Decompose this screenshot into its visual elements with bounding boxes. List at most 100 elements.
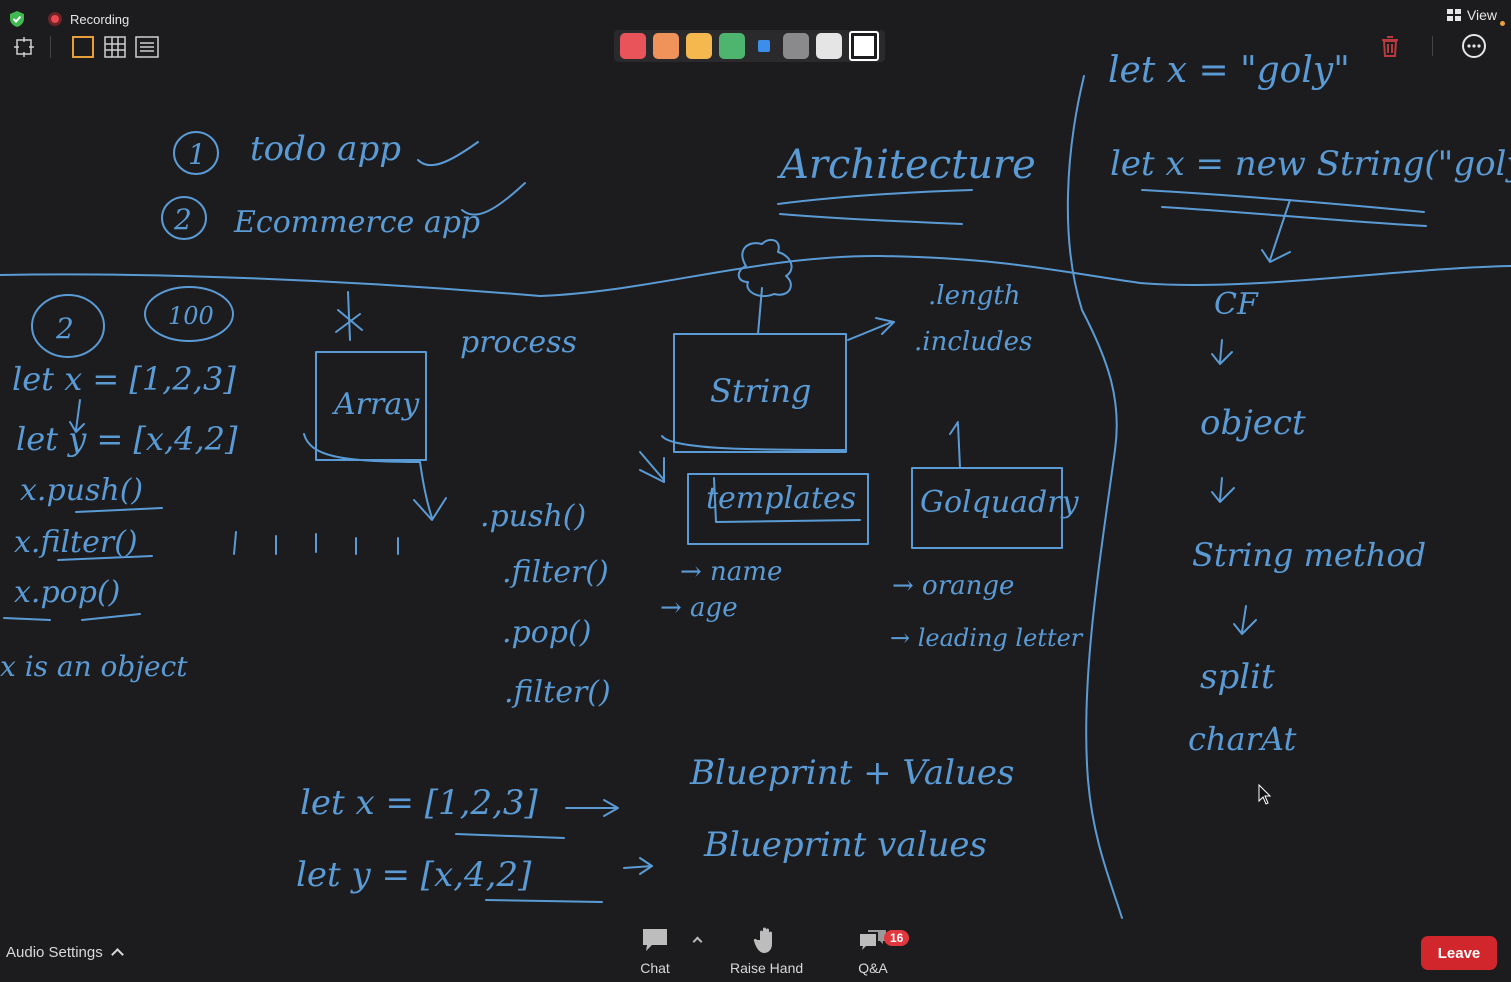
ticks-row (233, 531, 399, 555)
color-yellow[interactable] (686, 33, 712, 59)
golquadry-box (911, 467, 1063, 549)
hw-t15: x is an object (0, 650, 188, 683)
horizontal-divider-stroke (0, 254, 1511, 297)
arrow-let-y (69, 399, 85, 433)
chat-button[interactable]: Chat (640, 926, 670, 976)
arrow-right-1 (1211, 339, 1233, 365)
hw-t26: Golquadry (920, 485, 1080, 520)
leave-button[interactable]: Leave (1421, 936, 1497, 970)
underline-array-1 (455, 833, 565, 839)
color-green[interactable] (719, 33, 745, 59)
color-palette (614, 30, 885, 62)
hw-t1: 1 (188, 138, 206, 171)
lined-background-icon (135, 36, 159, 58)
vertical-divider-stroke (1066, 75, 1123, 919)
circle-100 (144, 286, 234, 342)
qa-label: Q&A (858, 960, 888, 976)
hw-t9: 100 (168, 302, 214, 330)
hw-t31: CF (1214, 287, 1259, 322)
array-box-shadow (303, 433, 421, 463)
arrow-string-down-left (639, 451, 665, 483)
grid-view-icon (1446, 9, 1461, 21)
selected-color-fill (854, 36, 874, 56)
more-options-icon[interactable] (1460, 32, 1488, 60)
toolbar-separator-right (1432, 36, 1433, 56)
hw-t17: process (460, 325, 577, 360)
hw-t36: let x = [1,2,3] (300, 783, 539, 823)
mouse-cursor (1258, 783, 1272, 805)
recording-dot-icon (48, 12, 62, 26)
underline-array-2 (485, 899, 603, 903)
audio-settings-label: Audio Settings (6, 944, 103, 961)
arrow-down-cf (1261, 199, 1291, 263)
arrow-bottom-1 (565, 799, 619, 817)
hw-t18: .push() (480, 499, 586, 534)
hw-t12: x.push() (20, 473, 143, 508)
color-orange[interactable] (653, 33, 679, 59)
circle-2b (31, 294, 105, 358)
hand-icon (753, 927, 772, 953)
check-2 (461, 182, 526, 216)
string-box-shadow (661, 435, 847, 451)
notification-dot (1500, 21, 1505, 26)
color-white-selected[interactable] (849, 31, 879, 61)
hw-t2: todo app (250, 129, 401, 169)
view-button[interactable]: View (1446, 7, 1505, 26)
qa-button[interactable]: Q&A 16 (858, 926, 910, 976)
arrow-bottom-2 (623, 857, 653, 875)
hw-t3: 2 (173, 203, 192, 236)
whiteboard-tools (8, 32, 163, 62)
whiteboard-canvas[interactable]: 1 todo app 2 Ecommerce app Architecture … (0, 0, 1511, 920)
circle-1 (173, 131, 219, 175)
arrow-array-down (413, 461, 447, 521)
hw-t24: .includes (914, 327, 1032, 357)
raise-hand-button[interactable]: Raise Hand (730, 926, 803, 976)
color-gray[interactable] (783, 33, 809, 59)
hw-t10: let x = [1,2,3] (12, 360, 236, 398)
chat-options-chevron-icon[interactable] (692, 936, 703, 947)
hw-t6: let x = "goly" (1108, 50, 1350, 91)
hw-t22: String (710, 372, 811, 410)
arrow-string-right (847, 317, 895, 341)
underline-new-string-2 (1161, 206, 1427, 227)
tree-cloud (737, 238, 793, 298)
hw-t11: let y = [x,4,2] (16, 420, 238, 458)
circle-2 (161, 196, 207, 240)
trash-icon[interactable] (1376, 32, 1404, 60)
underline-architecture-1 (777, 189, 973, 205)
hw-t20: .pop() (502, 615, 591, 650)
hw-t38: Blueprint + Values (689, 753, 1014, 793)
expand-arrows-icon (14, 37, 34, 57)
templates-inner (713, 477, 861, 523)
hw-t8: 2 (55, 312, 74, 345)
chevron-up-icon (110, 948, 124, 961)
arrow-right-3 (1233, 605, 1257, 635)
color-light[interactable] (816, 33, 842, 59)
qa-count-badge: 16 (884, 930, 910, 946)
raise-hand-label: Raise Hand (730, 960, 804, 976)
lined-background-button[interactable] (131, 32, 163, 62)
underline-pop (3, 613, 141, 621)
audio-settings-button[interactable]: Audio Settings (6, 944, 124, 961)
hw-t27: → name (680, 557, 782, 587)
chat-bubble-icon (643, 929, 667, 951)
color-blue[interactable] (758, 40, 770, 52)
grid-background-icon (104, 36, 126, 58)
hw-t28: → age (660, 593, 738, 623)
color-red[interactable] (620, 33, 646, 59)
hw-t21: .filter() (504, 675, 611, 710)
hw-t23: .length (928, 281, 1021, 311)
hw-t25: templates (706, 481, 856, 516)
hw-t19: .filter() (502, 555, 609, 590)
hw-t32: object (1200, 403, 1306, 443)
expand-button[interactable] (8, 32, 40, 62)
blank-background-icon (72, 36, 94, 58)
hw-t13: x.filter() (14, 525, 138, 560)
hw-t37: let y = [x,4,2] (296, 855, 532, 895)
grid-background-button[interactable] (99, 32, 131, 62)
view-label: View (1466, 7, 1497, 23)
underline-new-string-1 (1141, 189, 1425, 213)
underline-architecture-2 (779, 213, 963, 225)
hw-t39: Blueprint values (703, 825, 987, 865)
blank-background-button[interactable] (67, 32, 99, 62)
